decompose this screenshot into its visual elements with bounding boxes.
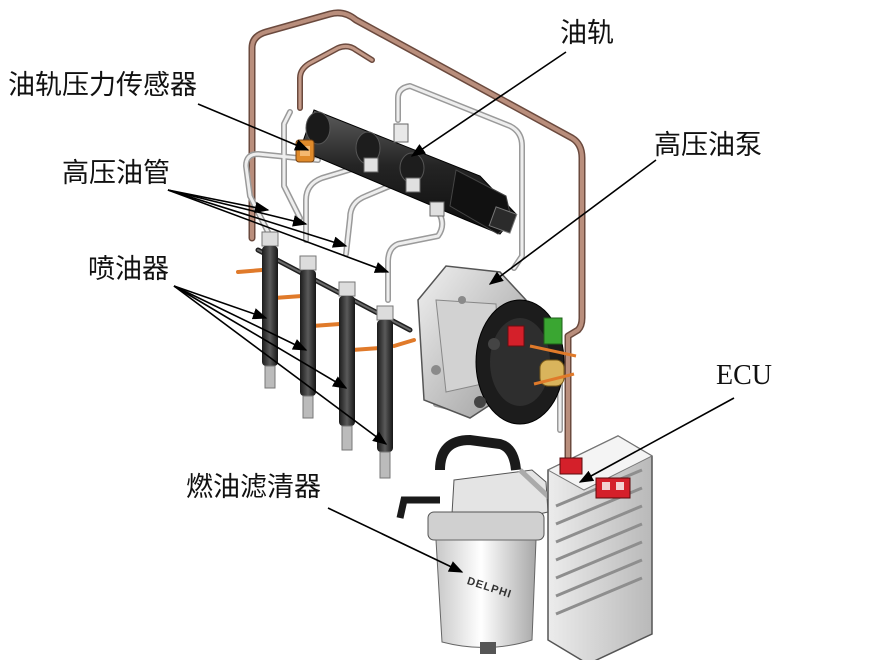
leader-pump — [488, 159, 657, 285]
label-fuel-rail: 油轨 — [560, 18, 614, 49]
rail-pressure-sensor — [295, 139, 315, 163]
leader-pipe-4 — [167, 189, 390, 273]
injector-1 — [261, 231, 279, 389]
leader-injector-1 — [173, 285, 268, 320]
leader-lines — [167, 51, 735, 573]
label-high-pressure-pipe: 高压油管 — [62, 158, 170, 189]
label-high-pressure-pump: 高压油泵 — [654, 130, 762, 161]
fuel-filter: DELPHI — [396, 434, 554, 654]
leader-ecu — [578, 397, 735, 483]
injector-4 — [376, 305, 394, 479]
leader-fuel-rail — [410, 51, 567, 157]
label-injector: 喷油器 — [88, 254, 169, 285]
label-fuel-filter: 燃油滤清器 — [186, 472, 321, 503]
leader-pipe-2 — [167, 189, 308, 227]
injector-3 — [338, 281, 356, 451]
ecu — [546, 435, 654, 660]
leader-fuel-filter — [327, 507, 464, 573]
label-rail-pressure-sensor: 油轨压力传感器 — [8, 70, 197, 101]
copper-pipes — [248, 9, 586, 466]
leader-injector-2 — [173, 285, 308, 351]
injector-2 — [299, 255, 317, 419]
injectors — [261, 231, 394, 479]
leader-injector-4 — [173, 285, 388, 445]
leader-rail-pressure-sensor — [197, 103, 310, 151]
high-pressure-pump — [417, 265, 577, 425]
leader-pipe-3 — [167, 189, 348, 248]
label-ecu: ECU — [716, 360, 772, 391]
leader-injector-3 — [173, 285, 348, 389]
